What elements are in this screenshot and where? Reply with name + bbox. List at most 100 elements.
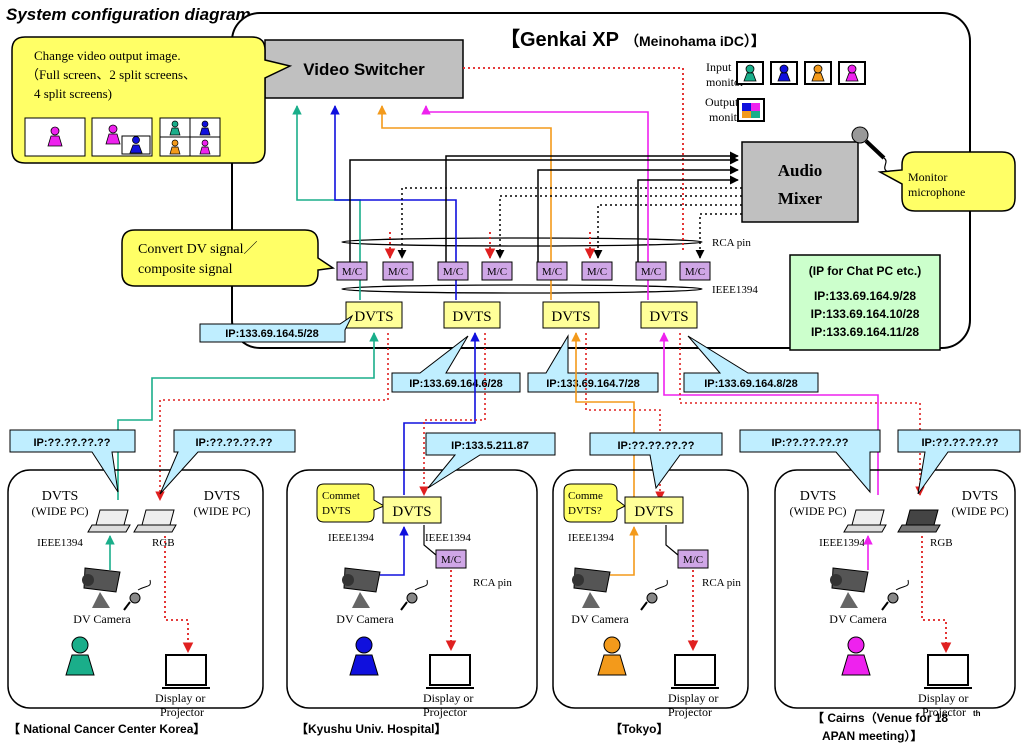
video-switcher (264, 39, 464, 99)
site-frame-kyushu (286, 469, 538, 709)
site-name-cairns-1: 【 Cairns（Venue for 18 (812, 710, 948, 725)
rca-pin-label: RCA pin (712, 237, 751, 249)
pc-to-display-line (921, 536, 952, 654)
dv-camera-icon (342, 567, 381, 608)
genkai-subtitle: （Meinohama iDC）】 (625, 33, 765, 49)
microphone-icon (851, 126, 889, 173)
video-line-magenta (421, 105, 649, 300)
rca-bus (341, 237, 703, 247)
site-frame-cairns (774, 469, 1016, 709)
dvts-box (542, 301, 600, 329)
dvts-box (624, 496, 684, 524)
display-label-2: Projector (160, 705, 204, 719)
dvts-to-mc-line (423, 525, 437, 556)
site-ip-kyushu: IP:133.5.211.87 (451, 440, 529, 452)
monitor-mic-label-2: microphone (908, 185, 965, 199)
switcher-output-line (463, 67, 684, 250)
wide-pc-label-2: (WIDE PC) (32, 504, 89, 518)
mc-label: M/C (342, 266, 362, 278)
network-lines (117, 332, 925, 501)
mc-box (382, 261, 414, 281)
dvts-label: DVTS (634, 504, 673, 520)
video-line-orange (377, 105, 552, 300)
display-label-2: Projector (922, 705, 966, 719)
mc-box (679, 261, 711, 281)
laptop-icon (843, 509, 887, 533)
ip-chat-title: (IP for Chat PC etc.) (809, 264, 921, 278)
ip-label-box (199, 314, 354, 343)
dv-camera-icon (82, 567, 121, 608)
site-ip-korea-2: IP:??.??.??.?? (196, 437, 273, 449)
ip-chat-box (789, 254, 941, 351)
genkai-dvts-boxes: DVTS DVTS DVTS DVTS (345, 301, 698, 329)
site-frame-korea (7, 469, 264, 709)
microphone-small-icon (400, 579, 428, 611)
dvts-to-mc-line (665, 525, 679, 556)
audio-mixer (741, 141, 859, 223)
rca-pin-site-label: RCA pin (702, 577, 741, 589)
dvts-label: DVTS (649, 309, 688, 325)
mc-label: M/C (441, 554, 461, 566)
comment-label-1: Comme (568, 490, 603, 502)
ip-label: IP:133.69.164.7/28 (546, 378, 640, 390)
mc-label: M/C (685, 266, 705, 278)
site-frame-tokyo (552, 469, 749, 709)
mc-label: M/C (443, 266, 463, 278)
wide-pc-label-1: DVTS (962, 489, 999, 504)
mc-label: M/C (388, 266, 408, 278)
comment-label-2: DVTS (322, 505, 351, 517)
display-label-1: Display or (155, 691, 205, 705)
ieee1394-bus (341, 284, 703, 294)
ip-label: IP:133.69.164.6/28 (409, 378, 503, 390)
microphone-small-icon (640, 579, 668, 611)
audio-input-lines (349, 151, 739, 263)
callout-monitor-mic (877, 151, 1016, 212)
person-icon (841, 636, 871, 676)
rgb-label: RGB (930, 537, 953, 549)
diagram-heading: System configuration diagram (6, 5, 251, 24)
ip-label-box (391, 335, 521, 393)
ip-label-box (527, 334, 659, 393)
comment-callout (316, 483, 386, 523)
site-name-kyushu: 【Kyushu Univ. Hospital】 (296, 721, 446, 736)
display-icon (162, 654, 210, 689)
monitor-icon-magenta (838, 61, 866, 85)
mc-converters: M/C M/C M/C M/C M/C M/C M/C M/C (336, 261, 711, 281)
site-name-korea: 【 National Cancer Center Korea】 (8, 721, 205, 736)
dvts-box (640, 301, 698, 329)
convert-dv-line2: composite signal (138, 262, 233, 277)
convert-dv-line1: Convert DV signal／ (138, 241, 258, 257)
site-name-cairns-2: APAN meeting）】 (822, 728, 922, 743)
display-label-2: Projector (423, 705, 467, 719)
callout-change-video-line2: （Full screen、2 split screens、 (26, 67, 196, 82)
ip-chat-item: IP:133.69.164.9/28 (814, 289, 916, 303)
person-icon (349, 636, 379, 676)
site-ip-callouts: IP:??.??.??.?? IP:??.??.??.?? IP:133.5.2… (9, 429, 1021, 495)
ip-chat-item: IP:133.69.164.11/28 (811, 325, 919, 339)
dvts-box (345, 301, 403, 329)
laptop-icon (133, 509, 177, 533)
audio-mixer-label-1: Audio (778, 161, 822, 180)
mc-box (677, 549, 709, 569)
output-monitor-label-1: Output (705, 95, 739, 109)
video-line-blue (330, 105, 457, 300)
mc-box (481, 261, 513, 281)
ieee1394-site-label: IEEE1394 (328, 532, 374, 544)
display-icon (924, 654, 972, 689)
comment-callout (563, 483, 626, 523)
dvts-label: DVTS (551, 309, 590, 325)
display-icon (426, 654, 474, 689)
dvts-label: DVTS (354, 309, 393, 325)
video-return-lines (384, 232, 596, 260)
ip-chat-item: IP:133.69.164.10/28 (811, 307, 920, 321)
wide-pc-label-1: DVTS (42, 489, 79, 504)
ip-label: IP:133.69.164.5/28 (225, 328, 319, 340)
person-icon (65, 636, 95, 676)
monitor-icon-blue (770, 61, 798, 85)
site-ip-korea-1: IP:??.??.??.?? (34, 437, 111, 449)
mc-label: M/C (487, 266, 507, 278)
mc-box (336, 261, 368, 281)
ip-label: IP:133.69.164.8/28 (704, 378, 798, 390)
